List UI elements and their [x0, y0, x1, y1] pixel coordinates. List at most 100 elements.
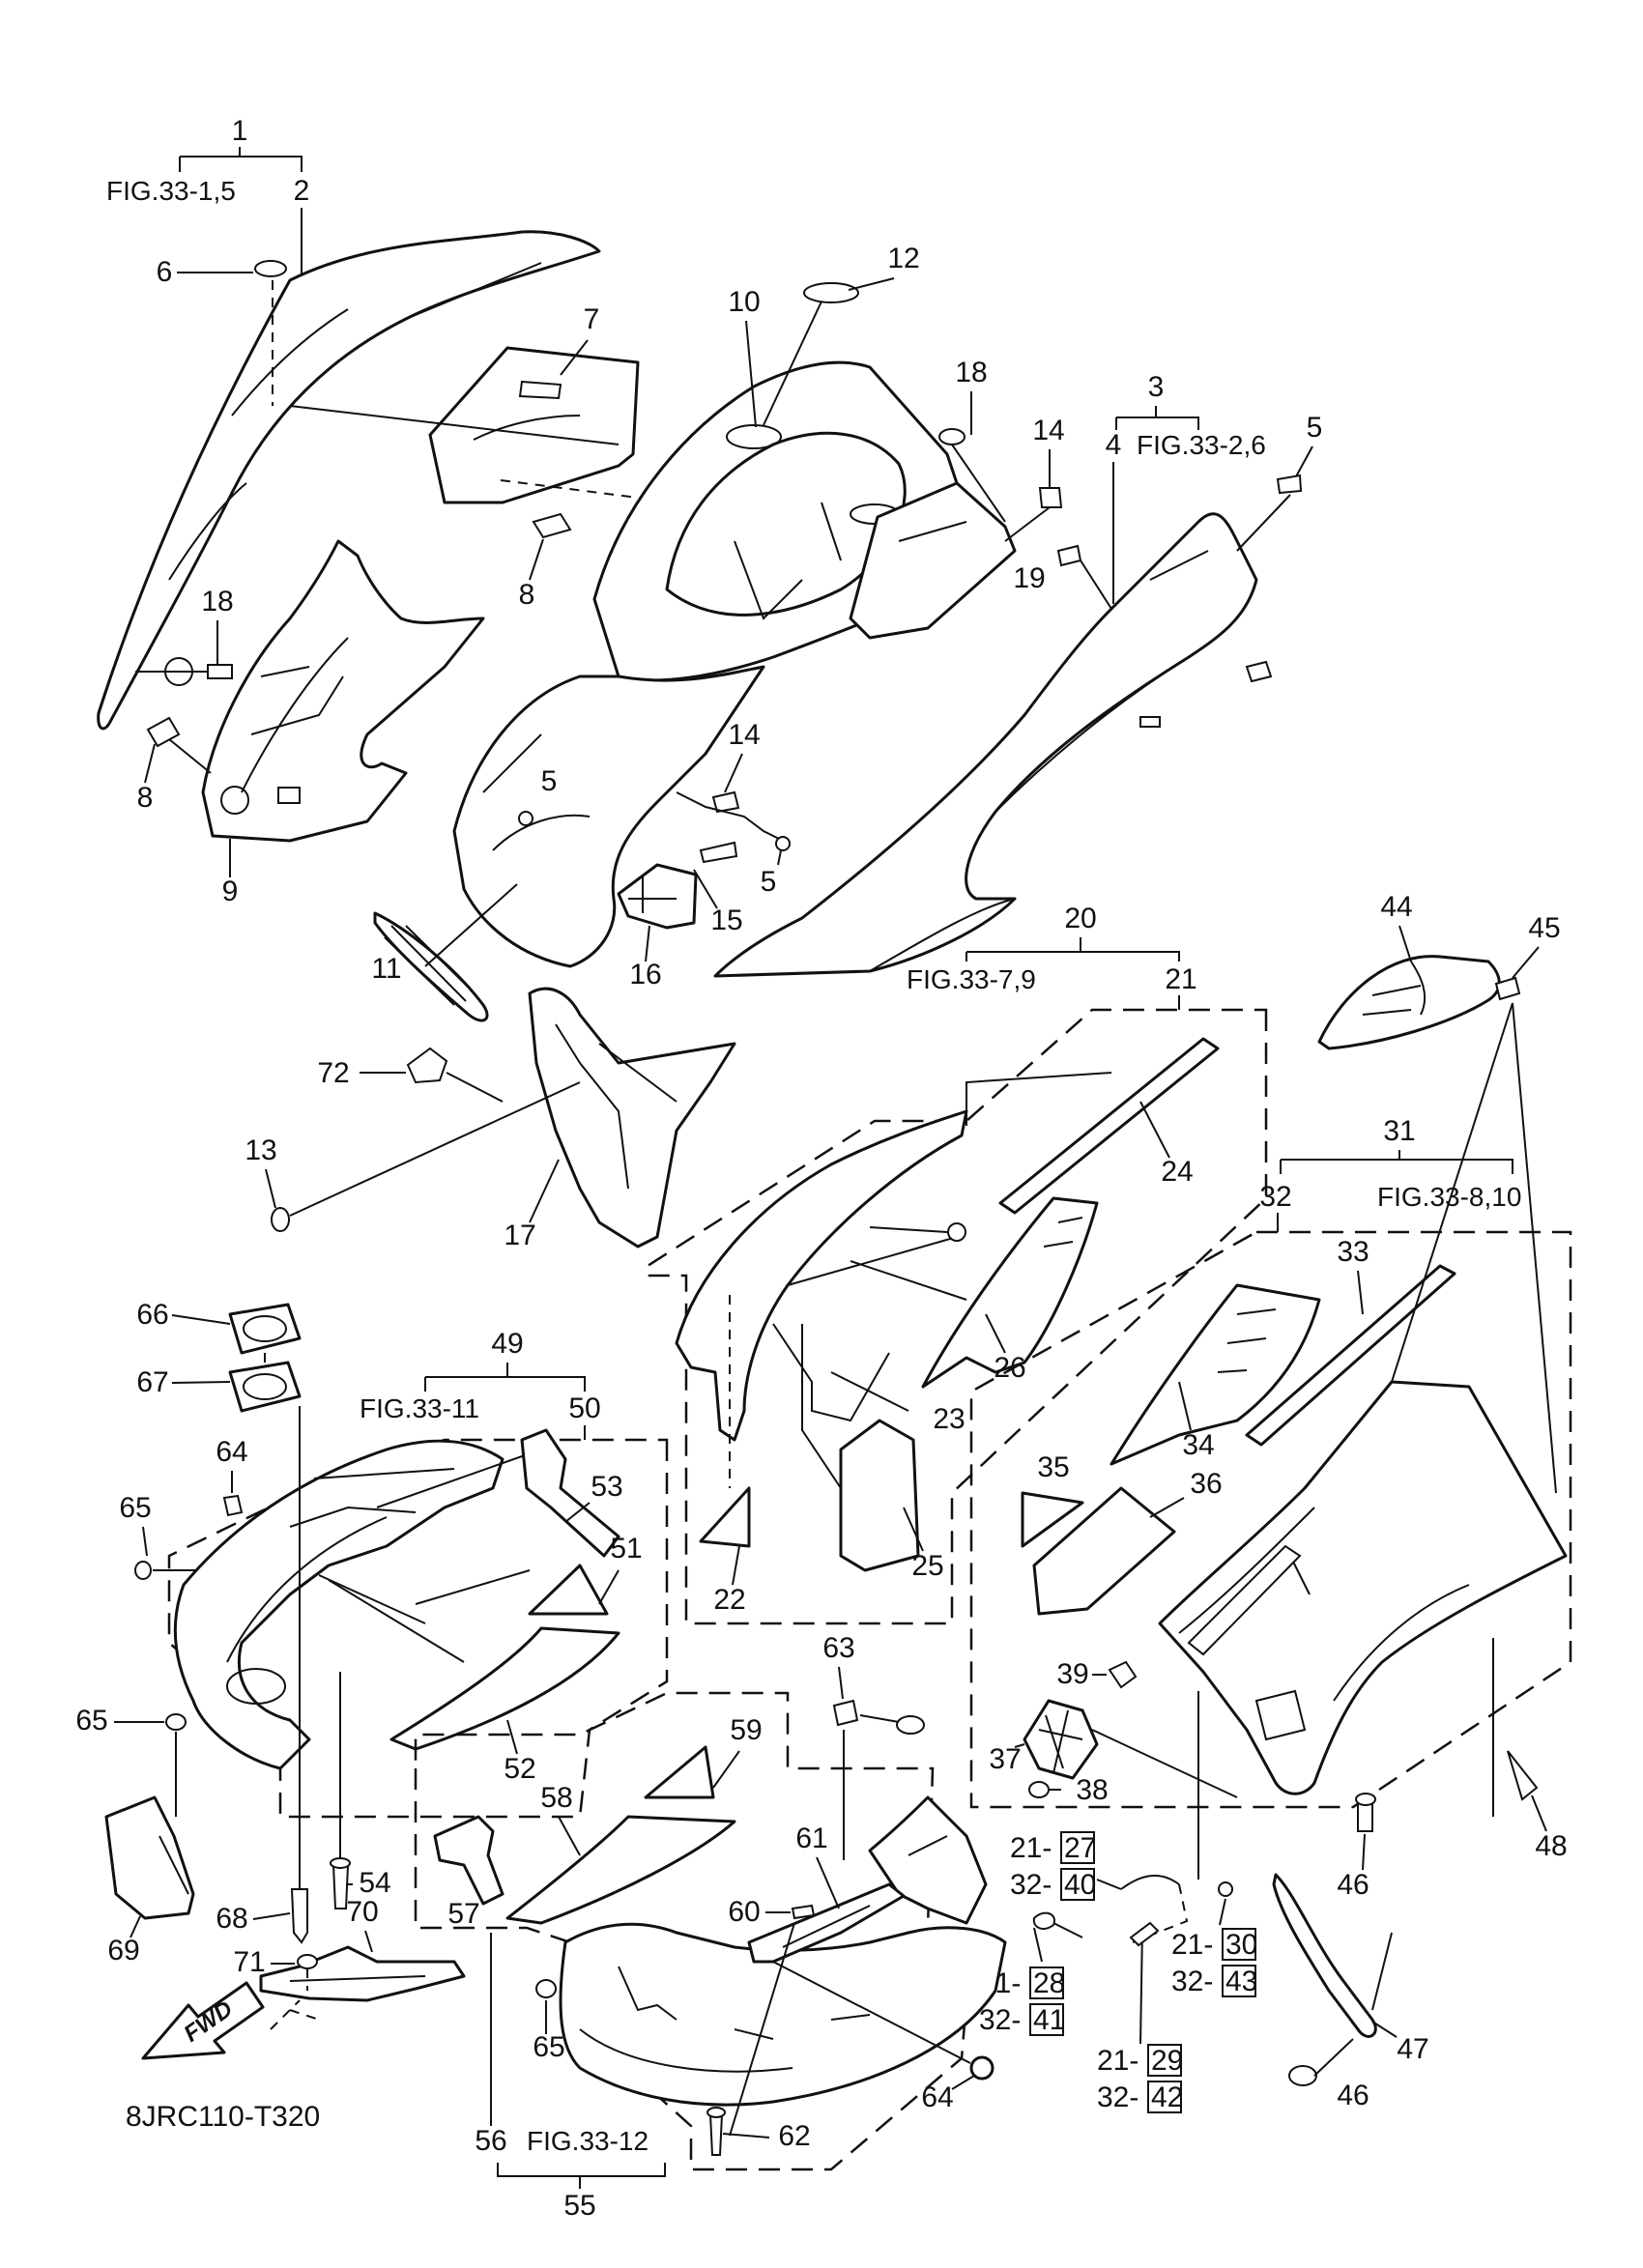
callout-64a: 64 — [216, 1436, 248, 1517]
kit-row-30-43: 21- 30 32- 43 — [1171, 1881, 1257, 1997]
callout-23: 23 — [933, 1403, 965, 1435]
part-70-bracket: 70 — [259, 1896, 466, 2030]
part-24-strip: 24 — [966, 1037, 1220, 1215]
callout-68: 68 — [216, 1903, 247, 1935]
group-55-bracket: 56 FIG.33-12 55 — [475, 1933, 666, 2222]
part-60-clip: 60 — [728, 1896, 816, 2137]
callout-62: 62 — [778, 2120, 810, 2152]
callout-5c: 5 — [1236, 412, 1322, 683]
part-7-plate: 7 — [289, 303, 640, 504]
kit-row-27-40: 21- 27 32- 40 — [1010, 1831, 1122, 1901]
callout-12: 12 — [887, 243, 919, 274]
group-56-dash-box — [414, 1691, 968, 2171]
svg-text:14: 14 — [1032, 415, 1064, 446]
callout-60: 60 — [728, 1896, 760, 1928]
part-11-grille: 11 — [371, 883, 518, 1022]
part-32-inner-panel — [1158, 1380, 1568, 1795]
group-4-label: 4 — [1106, 429, 1122, 461]
kit-row-29-42: 21- 29 32- 42 — [1097, 1927, 1183, 2113]
part-33-strip: 33 — [1245, 1236, 1456, 1447]
callout-53: 53 — [591, 1471, 622, 1503]
part-47-rail: 47 — [1272, 1873, 1429, 2065]
callout-24: 24 — [1161, 1156, 1193, 1188]
callout-15: 15 — [710, 904, 742, 936]
callout-54: 54 — [359, 1867, 390, 1899]
part-14-clip-center: 14 5 — [676, 719, 791, 898]
part-58-strip: 58 — [505, 1782, 736, 1925]
group-2-label: 2 — [294, 175, 310, 207]
part-39-nut: 39 — [1056, 1658, 1138, 1690]
group-50-label: 50 — [568, 1392, 600, 1424]
callout-59: 59 — [730, 1714, 762, 1746]
svg-text:27: 27 — [1064, 1832, 1096, 1864]
callout-18a: 18 — [135, 586, 234, 686]
group-32-label: 32 — [1259, 1181, 1291, 1213]
callout-14a: 14 — [728, 719, 760, 751]
callout-8a: 8 — [519, 579, 535, 611]
group-21-label: 21 — [1165, 963, 1196, 995]
svg-text:32-: 32- — [979, 2004, 1021, 2036]
fig-ref-11: FIG.33-11 — [360, 1393, 479, 1423]
callout-11: 11 — [371, 953, 401, 985]
svg-text:65: 65 — [119, 1492, 151, 1524]
callout-52: 52 — [504, 1753, 535, 1785]
callout-5a: 5 — [541, 765, 558, 797]
callout-45: 45 — [1528, 912, 1560, 944]
fig-ref-2-6: FIG.33-2,6 — [1137, 430, 1266, 460]
part-4-side-panel — [713, 512, 1258, 978]
part-37-grille: 37 — [989, 1699, 1238, 1798]
part-13-screw: 13 — [245, 1081, 581, 1232]
part-26-pad: 26 — [921, 1196, 1099, 1389]
group-49-bracket: 49 FIG.33-11 50 — [360, 1328, 601, 1440]
callout-6: 6 — [157, 256, 287, 406]
group-3-bracket: 3 4 FIG.33-2,6 — [1106, 371, 1266, 604]
group-3-label: 3 — [1148, 371, 1165, 403]
svg-text:64: 64 — [216, 1436, 247, 1468]
part-36-block: 36 — [1032, 1468, 1223, 1616]
callout-36: 36 — [1190, 1468, 1222, 1500]
callout-38: 38 — [1076, 1774, 1108, 1806]
part-23-inner-panel: 23 — [675, 1109, 968, 1442]
svg-text:43: 43 — [1225, 1966, 1257, 1997]
group-31-label: 31 — [1383, 1115, 1415, 1147]
part-25-block: 25 — [801, 1324, 944, 1582]
svg-text:30: 30 — [1225, 1929, 1257, 1961]
group-1-label: 1 — [232, 115, 248, 147]
group-55-label: 55 — [563, 2190, 595, 2222]
svg-text:18: 18 — [955, 357, 987, 388]
group-49-label: 49 — [491, 1328, 523, 1360]
callout-46a: 46 — [1337, 1869, 1369, 1901]
svg-text:21-: 21- — [1171, 1929, 1213, 1961]
part-53-strap: 53 — [520, 1428, 623, 1558]
fig-ref-8-10: FIG.33-8,10 — [1377, 1182, 1521, 1212]
callout-37: 37 — [989, 1743, 1021, 1775]
part-50-hull-cover — [173, 1439, 542, 1770]
group-56-label: 56 — [475, 2125, 506, 2157]
callout-70: 70 — [346, 1896, 378, 1928]
svg-text:28: 28 — [1033, 1967, 1065, 1999]
callout-9: 9 — [222, 876, 239, 907]
part-46-bolt-lower: 46 — [1288, 2038, 1369, 2111]
part-57-strap: 57 — [433, 1815, 504, 1930]
callout-48: 48 — [1535, 1830, 1567, 1862]
callout-35: 35 — [1037, 1451, 1069, 1483]
callout-44: 44 — [1380, 891, 1412, 923]
svg-text:29: 29 — [1151, 2045, 1183, 2077]
callout-14b: 14 — [1004, 415, 1065, 542]
part-15-bolt: 15 — [693, 841, 743, 936]
callout-34: 34 — [1182, 1429, 1214, 1461]
part-8-clip-upper: 8 — [519, 512, 572, 611]
callout-8b: 8 — [137, 716, 212, 814]
callout-16: 16 — [629, 959, 661, 990]
fig-ref-1-5: FIG.33-1,5 — [106, 176, 236, 206]
part-68-bolt: 68 — [216, 1406, 308, 1944]
part-54-rivet: 54 — [330, 1672, 391, 1909]
group-20-label: 20 — [1064, 903, 1096, 934]
part-9-front-cover: 9 — [201, 539, 485, 907]
drawing-code: 8JRC110-T320 — [126, 2101, 320, 2133]
part-48-tab: 48 — [1492, 1638, 1568, 1862]
svg-text:8: 8 — [137, 782, 154, 814]
part-38-screw: 38 — [1028, 1774, 1109, 1806]
callout-71: 71 — [233, 1946, 265, 1978]
